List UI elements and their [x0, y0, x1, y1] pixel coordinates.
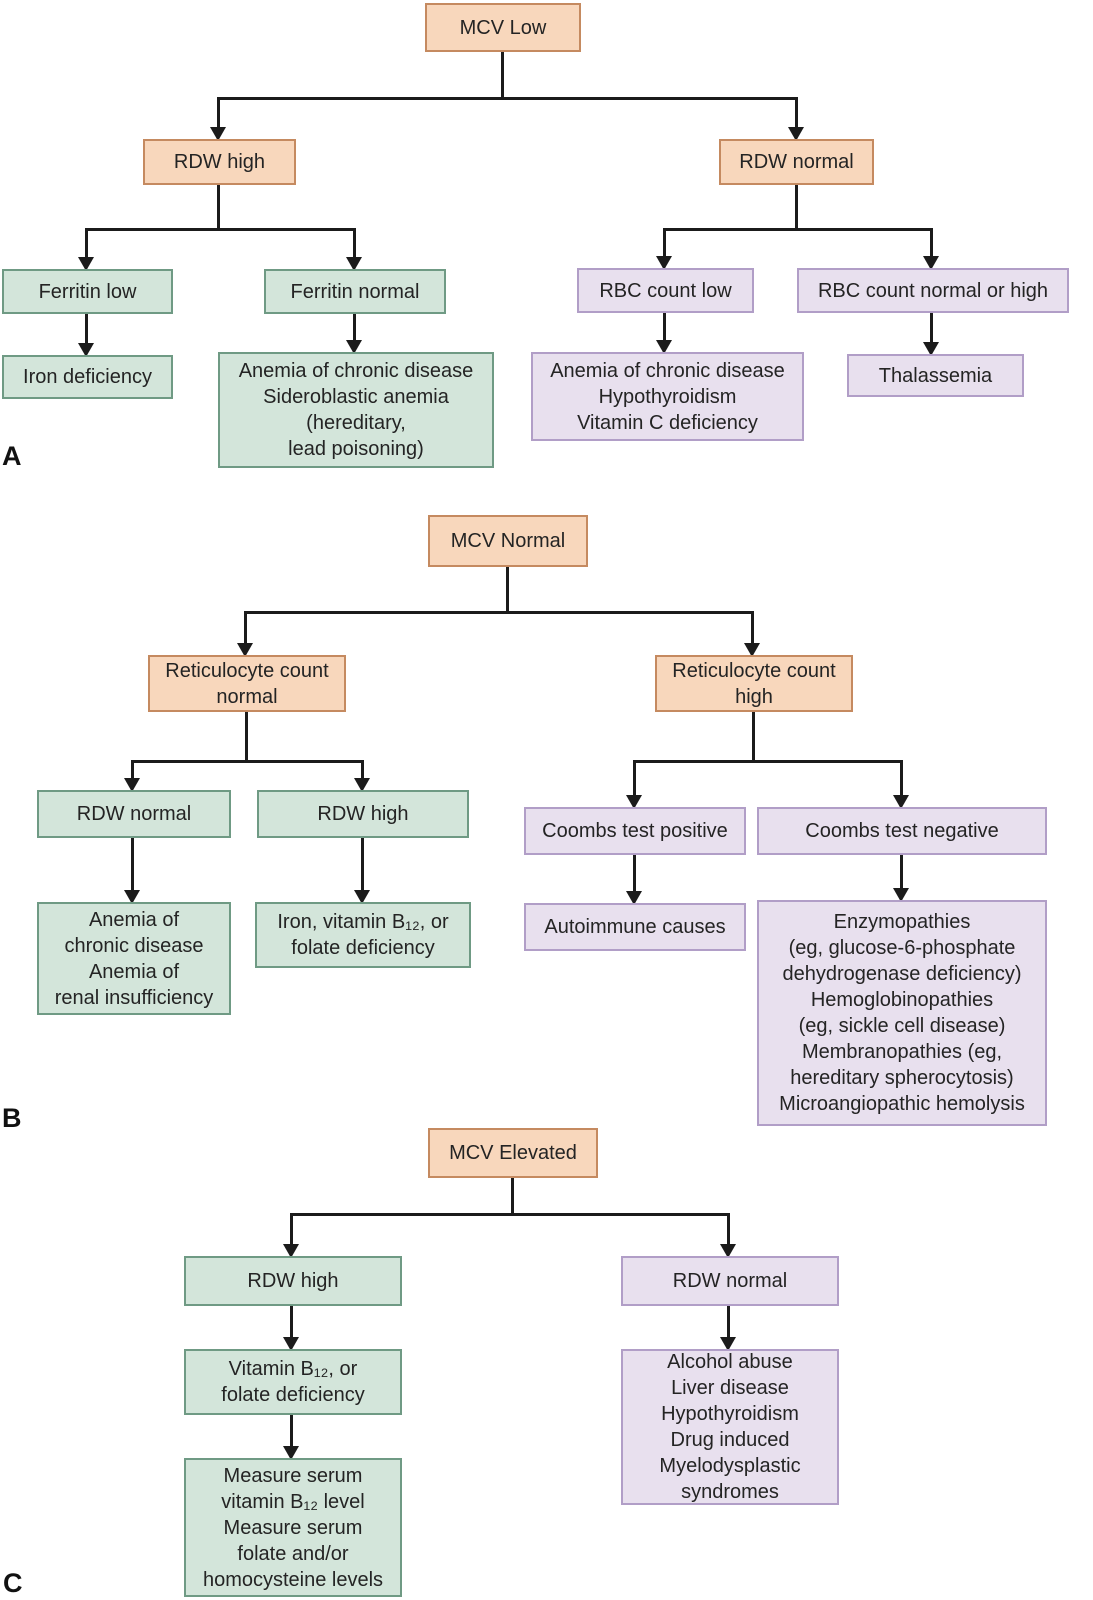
connector-line	[244, 614, 247, 645]
connector-line	[930, 231, 933, 258]
arrowhead	[124, 890, 140, 904]
connector-line	[290, 1213, 730, 1216]
arrowhead	[354, 778, 370, 792]
node-thalassemia: Thalassemia	[847, 354, 1024, 397]
connector-line	[506, 567, 509, 614]
connector-line	[900, 855, 903, 889]
connector-line	[727, 1306, 730, 1338]
node-rbc-count-normal-or-high: RBC count normal or high	[797, 268, 1069, 313]
connector-line	[85, 228, 356, 231]
arrowhead	[923, 256, 939, 270]
arrowhead	[923, 342, 939, 356]
arrowhead	[124, 778, 140, 792]
panel-label-b: B	[2, 1103, 22, 1133]
arrowhead	[626, 795, 642, 809]
node-rdw-normal-b: RDW normal	[37, 790, 231, 838]
node-rdw-normal-causes-c: Alcohol abuse Liver disease Hypothyroidi…	[621, 1349, 839, 1505]
panel-label-c: C	[3, 1568, 23, 1598]
connector-line	[290, 1415, 293, 1447]
arrowhead	[210, 127, 226, 141]
connector-line	[633, 760, 903, 763]
arrowhead	[656, 340, 672, 354]
node-retic-count-high: Reticulocyte count high	[655, 655, 853, 712]
node-ferritin-normal: Ferritin normal	[264, 269, 446, 314]
node-rdw-normal-a: RDW normal	[719, 139, 874, 185]
arrowhead	[893, 888, 909, 902]
connector-line	[751, 614, 754, 645]
node-mcv-normal: MCV Normal	[428, 515, 588, 567]
arrowhead	[744, 643, 760, 657]
arrowhead	[346, 257, 362, 271]
connector-line	[633, 855, 636, 892]
arrowhead	[237, 643, 253, 657]
node-rbc-low-causes: Anemia of chronic disease Hypothyroidism…	[531, 352, 804, 441]
arrowhead	[78, 343, 94, 357]
node-autoimmune-causes: Autoimmune causes	[524, 903, 746, 951]
connector-line	[752, 712, 755, 763]
connector-line	[290, 1216, 293, 1246]
node-iron-deficiency: Iron deficiency	[2, 355, 173, 399]
node-rdw-high-b: RDW high	[257, 790, 469, 838]
node-rbc-count-low: RBC count low	[577, 268, 754, 313]
node-retic-count-normal: Reticulocyte count normal	[148, 655, 346, 712]
connector-line	[795, 100, 798, 129]
connector-line	[795, 185, 798, 231]
node-coombs-test-negative: Coombs test negative	[757, 807, 1047, 855]
node-rdw-normal-c: RDW normal	[621, 1256, 839, 1306]
connector-line	[245, 712, 248, 763]
connector-line	[353, 231, 356, 258]
arrowhead	[354, 890, 370, 904]
connector-line	[511, 1178, 514, 1216]
node-coombs-negative-causes: Enzymopathies (eg, glucose-6-phosphate d…	[757, 900, 1047, 1126]
node-coombs-test-positive: Coombs test positive	[524, 807, 746, 855]
connector-line	[663, 313, 666, 341]
connector-line	[217, 97, 798, 100]
arrowhead	[720, 1337, 736, 1351]
connector-line	[727, 1216, 730, 1246]
node-ferritin-low: Ferritin low	[2, 269, 173, 314]
connector-line	[900, 763, 903, 797]
node-next-steps-c: Measure serum vitamin B₁₂ level Measure …	[184, 1458, 402, 1597]
connector-line	[131, 760, 364, 763]
arrowhead	[283, 1446, 299, 1460]
node-mcv-low: MCV Low	[425, 3, 581, 52]
connector-line	[663, 231, 666, 258]
arrowhead	[78, 257, 94, 271]
node-mcv-elevated: MCV Elevated	[428, 1128, 598, 1178]
connector-line	[353, 314, 356, 341]
connector-line	[217, 100, 220, 129]
arrowhead	[720, 1244, 736, 1258]
connector-line	[633, 763, 636, 797]
arrowhead	[788, 127, 804, 141]
connector-line	[663, 228, 933, 231]
arrowhead	[626, 891, 642, 905]
connector-line	[85, 231, 88, 258]
node-ferritin-normal-causes: Anemia of chronic disease Sideroblastic …	[218, 352, 494, 468]
arrowhead	[893, 795, 909, 809]
connector-line	[217, 185, 220, 231]
connector-line	[361, 763, 364, 780]
node-rdw-high-c: RDW high	[184, 1256, 402, 1306]
connector-line	[131, 838, 134, 891]
arrowhead	[656, 256, 672, 270]
connector-line	[361, 838, 364, 891]
connector-line	[290, 1306, 293, 1338]
node-rdw-high-causes-c: Vitamin B₁₂, or folate deficiency	[184, 1349, 402, 1415]
panel-label-a: A	[2, 441, 22, 471]
node-rdw-high-causes-b: Iron, vitamin B₁₂, or folate deficiency	[255, 902, 471, 968]
connector-line	[131, 763, 134, 780]
connector-line	[501, 52, 504, 100]
connector-line	[930, 313, 933, 343]
node-rdw-high-a: RDW high	[143, 139, 296, 185]
node-rdw-normal-causes-b: Anemia of chronic disease Anemia of rena…	[37, 902, 231, 1015]
connector-line	[244, 611, 754, 614]
arrowhead	[283, 1337, 299, 1351]
connector-line	[85, 314, 88, 344]
arrowhead	[283, 1244, 299, 1258]
arrowhead	[346, 340, 362, 354]
